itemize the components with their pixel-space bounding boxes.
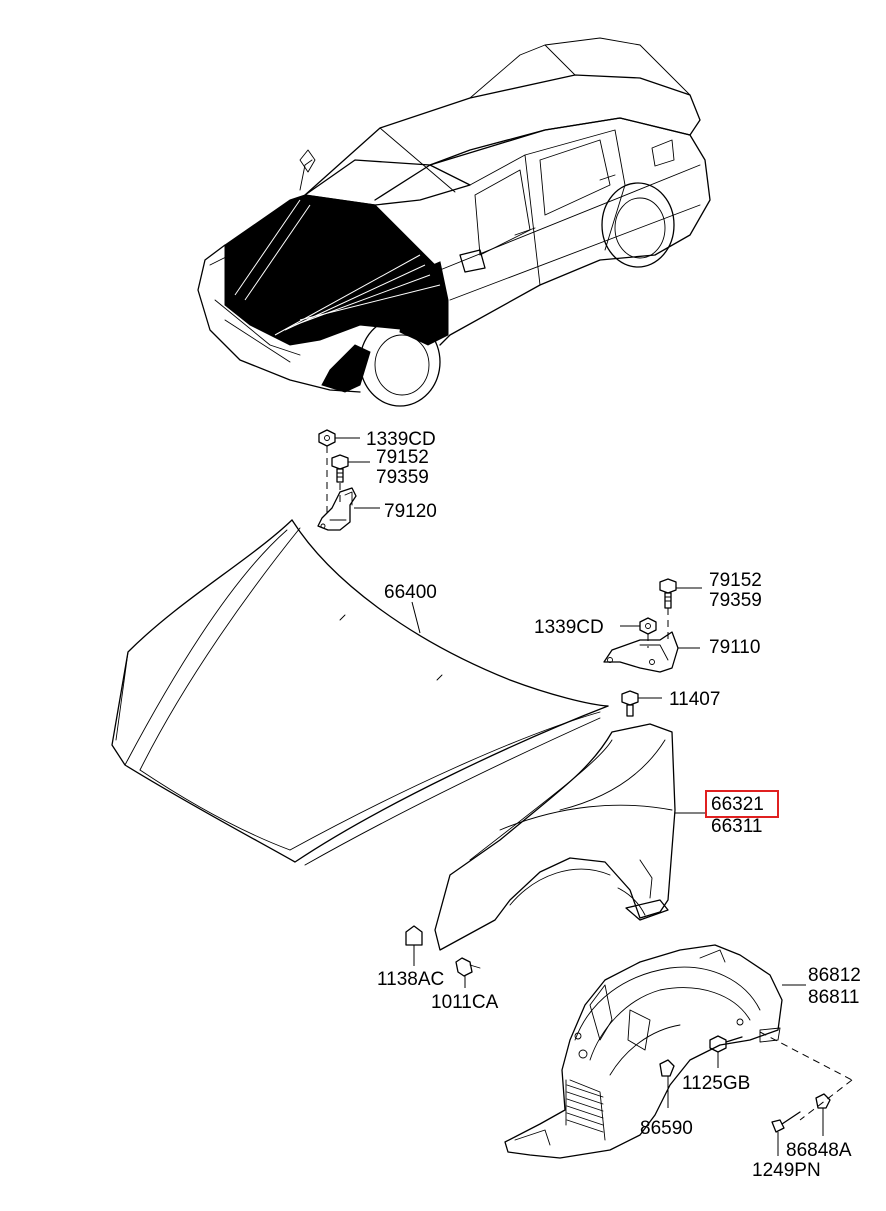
screw-icon — [455, 957, 481, 988]
label-hinge-nut-lower: 1339CD — [534, 617, 604, 638]
nut-icon — [639, 617, 657, 635]
nut-icon — [318, 429, 336, 447]
bumper-stop-icon — [405, 925, 423, 966]
label-hinge-bolt-lower-b: 79359 — [709, 590, 762, 611]
label-fender-screw: 1011CA — [431, 992, 499, 1013]
label-hinge-nut-upper: 1339CD — [366, 429, 436, 450]
front-fender-illustration — [434, 723, 706, 951]
label-tapping-screw: 1249PN — [752, 1160, 821, 1181]
label-fender-bolt: 11407 — [669, 689, 720, 710]
hood-hinge-icon — [603, 631, 679, 673]
part-number-labels: 1339CD 79152 79359 79120 66400 79152 793… — [366, 429, 861, 1181]
tapping-screw-icon — [771, 1111, 801, 1156]
hood-panel-illustration — [111, 519, 609, 866]
bolt-icon — [331, 454, 349, 483]
wheel-guard-liner-illustration — [504, 944, 806, 1159]
clip-icon — [659, 1059, 675, 1108]
label-hinge-upper: 79120 — [384, 501, 437, 522]
bolt-icon — [659, 578, 677, 609]
label-hood-panel: 66400 — [384, 582, 437, 603]
lower-hinge-assembly — [603, 578, 702, 717]
label-liner-b: 86811 — [808, 987, 859, 1008]
label-liner-screw: 1125GB — [682, 1073, 750, 1094]
label-hinge-lower: 79110 — [709, 637, 760, 658]
label-fender-rh: 66311 — [711, 816, 762, 837]
label-liner-a: 86812 — [808, 965, 861, 986]
label-bumper-stop: 1138AC — [377, 969, 444, 990]
hood-hinge-icon — [317, 487, 357, 531]
label-hinge-bolt-upper-a: 79152 — [376, 447, 429, 468]
label-clip: 86590 — [640, 1118, 693, 1139]
upper-hinge-assembly — [317, 429, 380, 531]
label-hinge-bolt-lower-a: 79152 — [709, 570, 762, 591]
liner-screw-icon — [709, 1035, 743, 1068]
label-retainer: 86848A — [786, 1140, 852, 1161]
car-overview-illustration — [197, 37, 711, 407]
label-fender-lh[interactable]: 66321 — [711, 794, 764, 815]
highlight-box — [705, 790, 779, 818]
bolt-icon — [621, 690, 639, 717]
retainer-icon — [815, 1093, 831, 1136]
label-hinge-bolt-upper-b: 79359 — [376, 467, 429, 488]
